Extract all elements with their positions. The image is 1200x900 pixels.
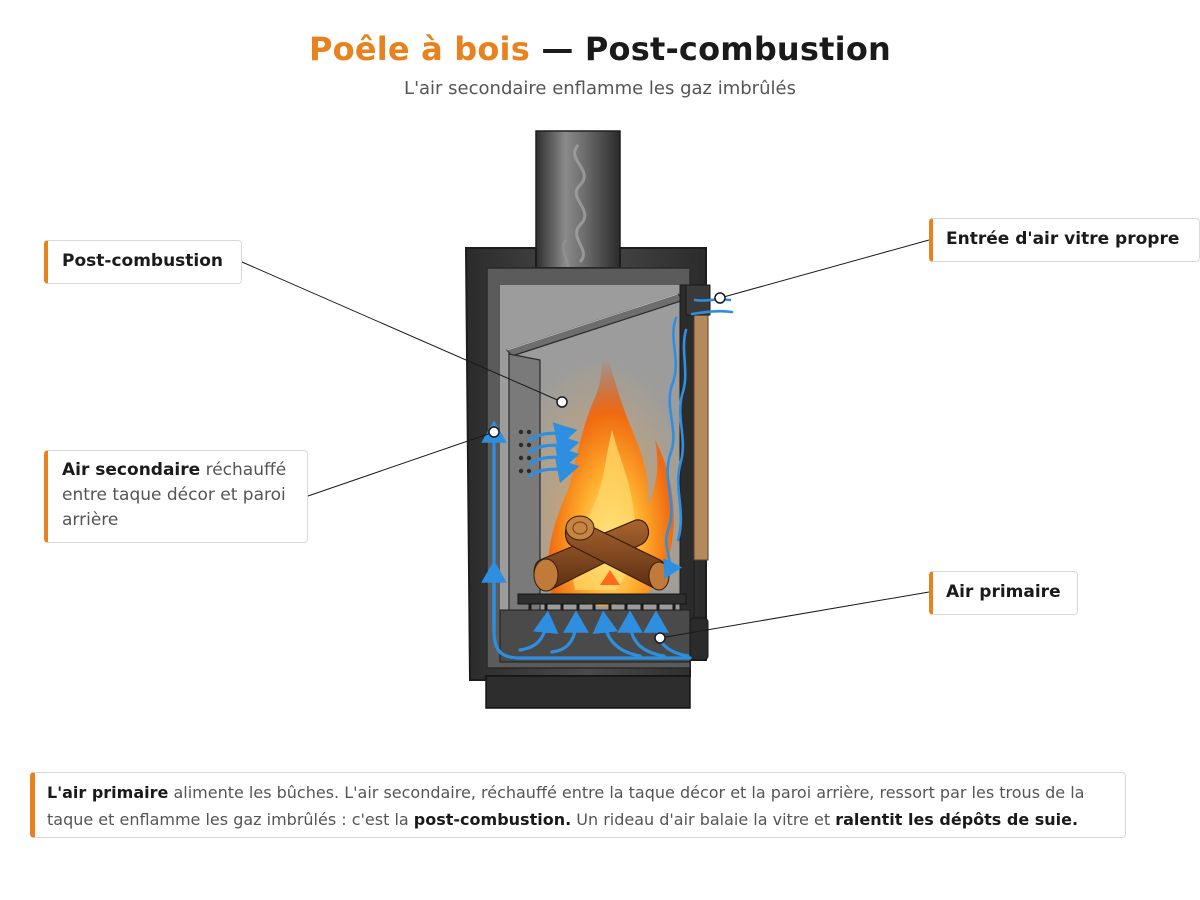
callout-entree-air-vitre-label: Entrée d'air vitre propre (946, 229, 1180, 249)
logs (533, 515, 670, 592)
callout-air-primaire-label: Air primaire (946, 582, 1061, 602)
callout-entree-air-vitre: Entrée d'air vitre propre (929, 218, 1200, 262)
taque-decor (508, 353, 541, 633)
summary-bold-1: L'air primaire (47, 783, 169, 802)
page-title: Poêle à bois — Post-combustion (0, 30, 1200, 68)
smoke-swirl (573, 144, 587, 264)
title-rest: — Post-combustion (529, 30, 891, 68)
taque-holes (518, 429, 532, 474)
callout-post-combustion: Post-combustion (44, 240, 242, 284)
secondary-air-flow (481, 420, 692, 660)
glass-air-curtain (663, 298, 734, 579)
leader-dots (488, 292, 726, 644)
leader-lines (241, 239, 930, 639)
stove-base (485, 675, 691, 709)
page-subtitle: L'air secondaire enflamme les gaz imbrûl… (404, 78, 796, 99)
callout-air-secondaire-label: Air secondaire (62, 460, 201, 480)
grate (499, 593, 691, 663)
summary-text-1: alimente les bûches. L'air secondaire, r… (47, 783, 1085, 829)
title-accent: Poêle à bois (308, 30, 530, 68)
callout-air-secondaire-text: réchauffé entre taque décor et paroi arr… (62, 460, 287, 530)
primary-air-flow (518, 610, 690, 658)
chimney-pipe (535, 130, 621, 292)
summary-bold-2: post-combustion. (413, 810, 572, 829)
summary-box: L'air primaire alimente les bûches. L'ai… (30, 772, 1126, 838)
callout-air-primaire: Air primaire (929, 571, 1078, 615)
summary-text-2: Un rideau d'air balaie la vitre et (571, 810, 836, 829)
callout-air-secondaire: Air secondaire réchauffé entre taque déc… (44, 450, 308, 543)
summary-bold-3: ralentit les dépôts de suie. (835, 810, 1079, 829)
callout-post-combustion-label: Post-combustion (62, 251, 224, 271)
